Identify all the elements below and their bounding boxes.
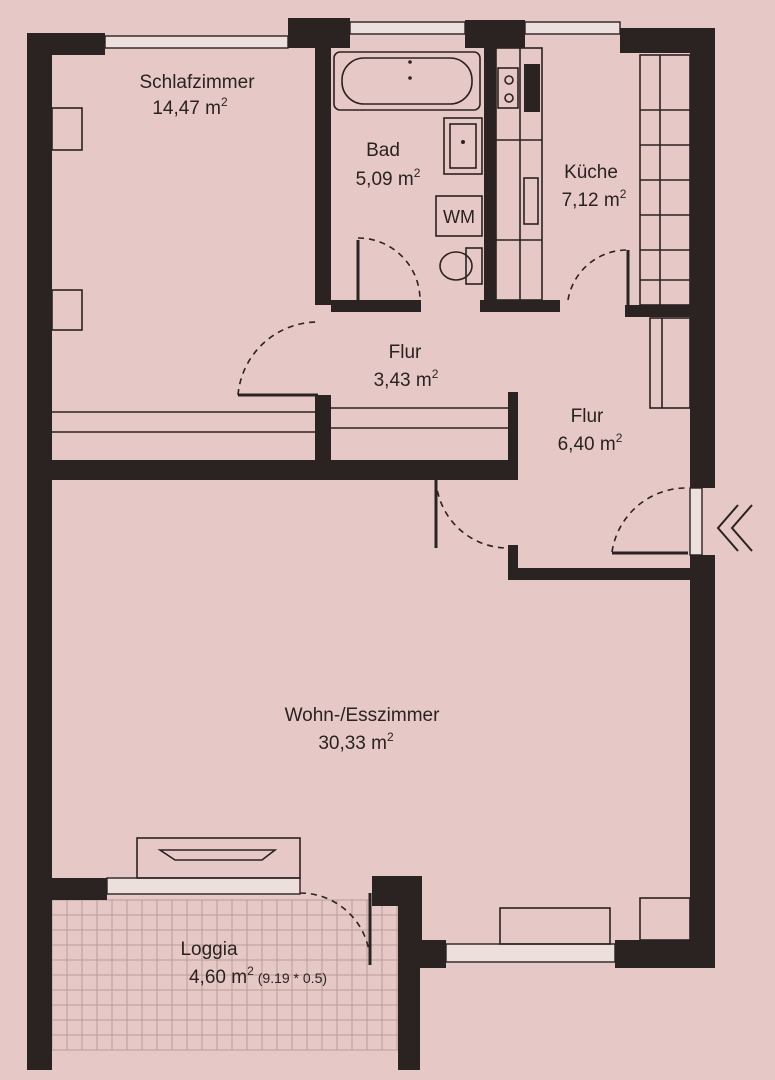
svg-text:30,33 m2: 30,33 m2: [318, 730, 394, 754]
svg-text:4,60 m2(9.19 * 0.5): 4,60 m2 (9.19 * 0.5): [189, 964, 327, 988]
washing-machine-label: WM: [443, 207, 475, 227]
room-flur-2: Flur 6,40 m2: [558, 406, 623, 455]
room-schlafzimmer: Schlafzimmer 14,47 m2: [139, 72, 255, 119]
area-unit-superscript: 2: [432, 367, 439, 381]
area-unit-superscript: 2: [616, 431, 623, 445]
svg-text:14,47 m2: 14,47 m2: [152, 95, 228, 119]
room-name: Schlafzimmer: [139, 72, 255, 93]
toilet: [439, 247, 483, 285]
room-name: Bad: [366, 140, 400, 161]
washing-machine: WM: [435, 195, 483, 237]
bedroom-fixtures: [51, 107, 315, 433]
room-area: 7,12 m: [562, 190, 620, 211]
svg-text:5,09 m2: 5,09 m2: [356, 166, 421, 190]
room-kueche: Küche 7,12 m2: [562, 162, 627, 211]
room-area: 30,33 m: [318, 733, 387, 754]
room-area: 4,60 m: [189, 967, 247, 988]
room-name: Flur: [389, 342, 422, 363]
room-bad: Bad 5,09 m2: [356, 140, 421, 190]
room-wohn-esszimmer: Wohn-/Esszimmer 30,33 m2: [285, 705, 441, 754]
area-unit-superscript: 2: [414, 166, 421, 180]
room-area: 6,40 m: [558, 434, 616, 455]
loggia-tile-floor: [51, 899, 398, 1051]
room-name: Wohn-/Esszimmer: [285, 705, 441, 726]
windows: [104, 21, 703, 963]
room-area: 5,09 m: [356, 169, 414, 190]
doors: [237, 237, 689, 966]
flur-fixtures: [331, 317, 691, 429]
walls: [27, 18, 715, 1070]
room-name: Loggia: [180, 939, 237, 960]
bathtub: [333, 51, 481, 111]
room-loggia: Loggia 4,60 m2 (9.19 * 0.5): [180, 939, 327, 988]
svg-text:6,40 m2: 6,40 m2: [558, 431, 623, 455]
svg-text:7,12 m2: 7,12 m2: [562, 187, 627, 211]
room-flur-1: Flur 3,43 m2: [374, 342, 439, 391]
area-unit-superscript: 2: [221, 95, 228, 109]
room-name: Flur: [571, 406, 604, 427]
area-unit-superscript: 2: [247, 964, 254, 978]
svg-text:3,43 m2: 3,43 m2: [374, 367, 439, 391]
living-fixtures: [136, 837, 691, 945]
room-name: Küche: [564, 162, 618, 183]
area-unit-superscript: 2: [387, 730, 394, 744]
washbasin: [443, 117, 483, 175]
room-area: 14,47 m: [152, 98, 221, 119]
area-unit-superscript: 2: [620, 187, 627, 201]
double-chevron-left-icon: [716, 504, 753, 552]
kitchen-counter: [495, 47, 543, 301]
kitchen-cabinets-right: [639, 54, 691, 306]
room-area: 3,43 m: [374, 370, 432, 391]
loggia-area-note: (9.19 * 0.5): [258, 970, 327, 986]
